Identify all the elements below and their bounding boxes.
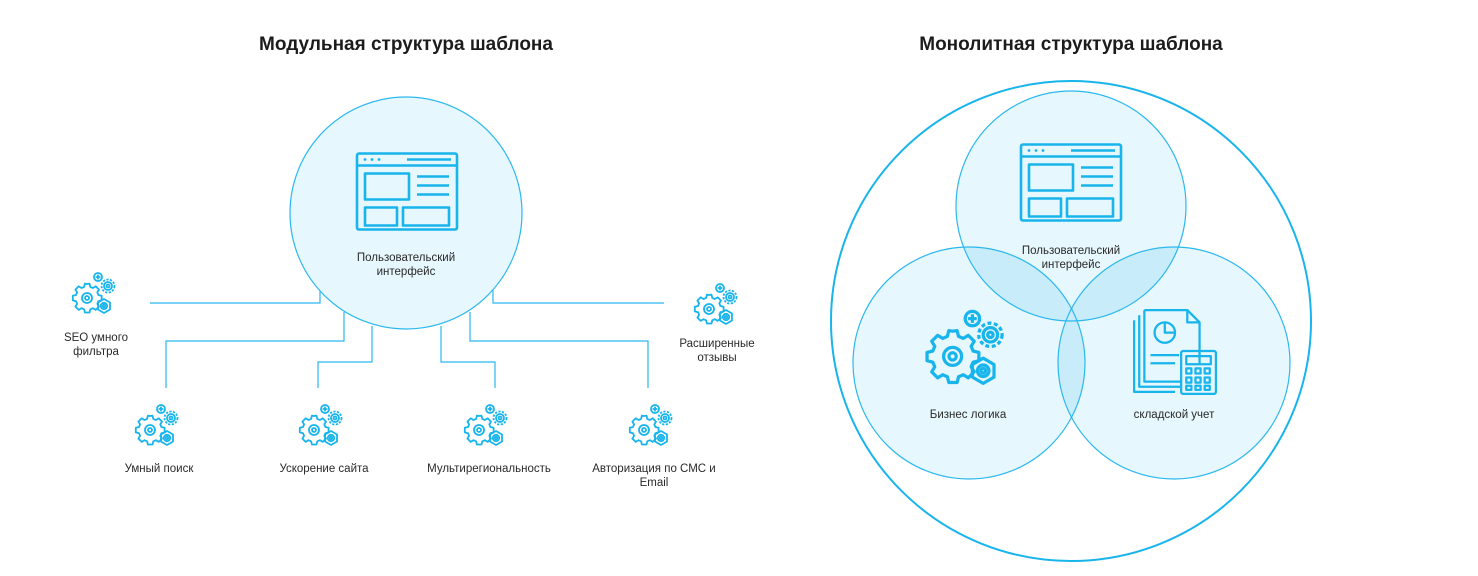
warehouse-label: складской учет	[1134, 409, 1215, 421]
gears-icon	[134, 404, 179, 446]
module-multiregion-label: Мультирегиональность	[427, 463, 551, 475]
module-speed-label: Ускорение сайта	[279, 463, 369, 475]
module-seo-line1: SEO умного	[64, 332, 128, 344]
monolithic-title: Монолитная структура шаблона	[919, 34, 1223, 55]
module-seo-line2: фильтра	[73, 346, 119, 358]
gears-icon	[463, 404, 508, 446]
gears-icon	[693, 283, 738, 325]
venn-outlines	[852, 90, 1291, 480]
module-auth-line1: Авторизация по СМС и	[592, 463, 715, 475]
gears-icon	[628, 404, 673, 446]
overlap-ui-business	[956, 247, 1085, 321]
module-auth-line2: Email	[640, 477, 669, 489]
modular-title: Модульная структура шаблона	[259, 34, 553, 55]
module-reviews-line1: Расширенные	[679, 338, 754, 350]
ui-circle	[289, 96, 523, 330]
business-label: Бизнес логика	[930, 409, 1007, 421]
connector-lines	[150, 290, 664, 388]
overlap-ui-warehouse	[1058, 247, 1186, 321]
module-search-label: Умный поиск	[125, 463, 195, 475]
mono-ui-label-line1: Пользовательский	[1022, 245, 1120, 257]
ui-label-line1: Пользовательский	[357, 252, 455, 264]
module-reviews-line2: отзывы	[697, 352, 736, 364]
mono-ui-label-line2: интерфейс	[1042, 259, 1101, 271]
gears-icon	[298, 404, 343, 446]
ui-label-line2: интерфейс	[377, 266, 436, 278]
gears-icon	[71, 272, 116, 314]
